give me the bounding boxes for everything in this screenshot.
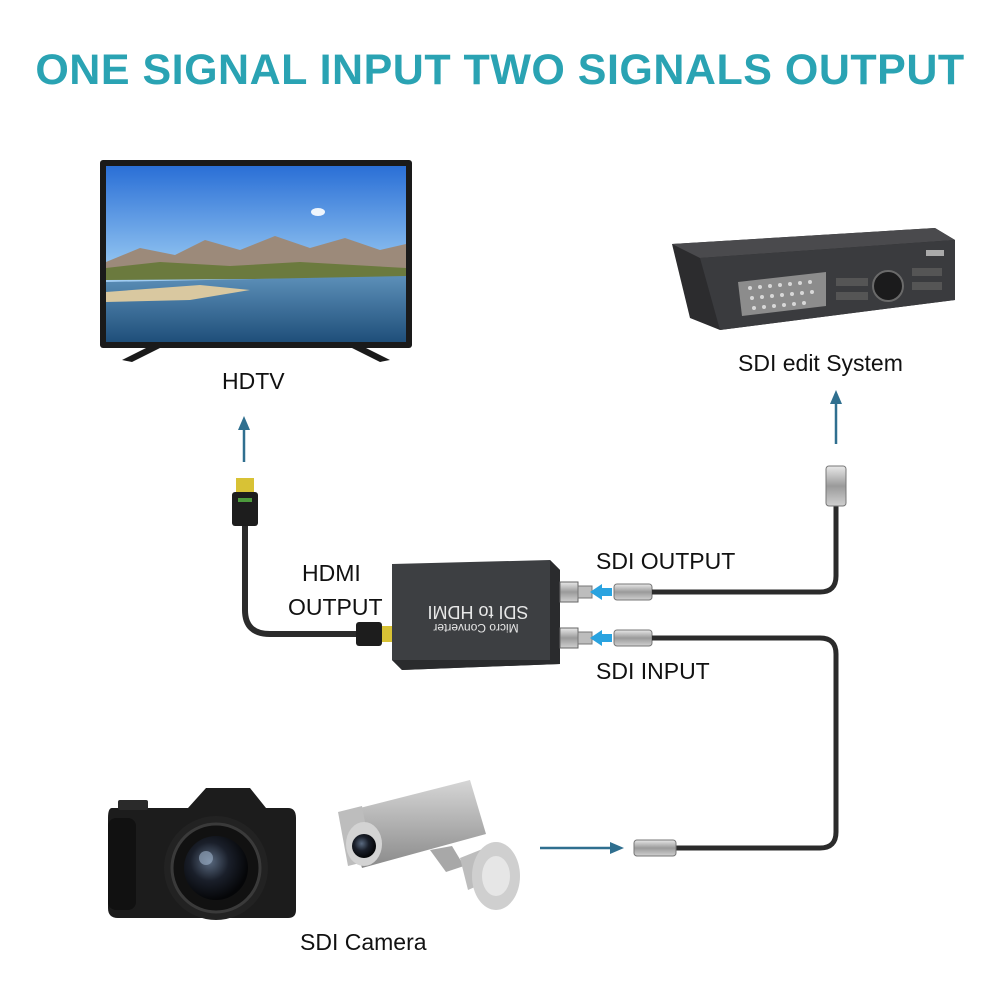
sdi-camera-label: SDI Camera <box>300 929 427 955</box>
converter-line1: SDI to HDMI <box>427 602 528 622</box>
dslr-camera-image <box>108 788 296 920</box>
hdtv-label: HDTV <box>222 368 285 394</box>
arrow-up-sdi-edit <box>830 390 842 444</box>
bnc-port-output <box>559 581 593 603</box>
security-camera-image <box>338 780 520 910</box>
sdi-edit-system-image <box>672 228 955 330</box>
converter-line2: Micro Converter <box>433 621 518 635</box>
sdi-input-cable <box>613 629 839 857</box>
sdi-output-cable <box>613 465 847 601</box>
arrow-from-camera <box>540 842 624 854</box>
hdmi-output-line2: OUTPUT <box>288 594 383 620</box>
sdi-output-label: SDI OUTPUT <box>596 548 736 574</box>
hdmi-output-label: HDMI OUTPUT <box>288 556 383 624</box>
hdmi-cable <box>232 478 394 646</box>
arrow-up-hdtv <box>238 416 250 462</box>
micro-converter: SDI to HDMI Micro Converter <box>392 560 593 670</box>
sdi-input-label: SDI INPUT <box>596 658 710 684</box>
sdi-edit-system-label: SDI edit System <box>738 350 903 376</box>
diagram-title: ONE SIGNAL INPUT TWO SIGNALS OUTPUT <box>35 46 965 94</box>
hdtv-image <box>100 160 412 362</box>
sdi-input-arrow <box>590 630 612 646</box>
bnc-port-input <box>559 627 593 649</box>
sdi-output-arrow <box>590 584 612 600</box>
hdmi-output-line1: HDMI <box>302 560 361 586</box>
